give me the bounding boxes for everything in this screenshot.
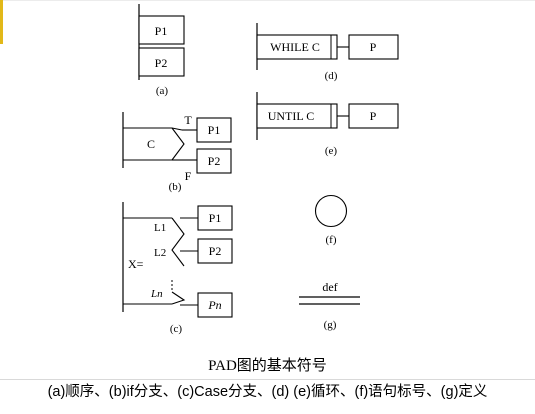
case-block-pn-label: Pn [207,298,221,312]
caption-divider [0,379,535,380]
figure-subtitle: (a)顺序、(b)if分支、(c)Case分支、(d) (e)循环、(f)语句标… [47,384,488,400]
sequence-caption: (a) [156,85,169,97]
while-body-label: P [370,40,377,54]
if-false-block-label: P2 [208,154,221,168]
statement-label-symbol: (f) [314,194,348,246]
sequence-block-p1-label: P1 [155,24,168,38]
sequence-block-p2 [138,47,185,77]
sequence-symbol: P1 P2 (a) [138,4,185,97]
case-block-p1 [197,205,233,231]
until-body-box [348,103,399,129]
until-condition-label: UNTIL C [268,109,315,123]
statement-label-caption: (f) [326,234,337,246]
figure-title: PAD图的基本符号 [208,358,327,374]
until-loop-symbol: UNTIL C P (e) [256,92,399,157]
statement-label-circle [314,194,348,228]
case-block-p1-label: P1 [209,211,222,225]
case-block-p2 [197,238,233,264]
until-condition-box [256,103,338,129]
sequence-block-p2-label: P2 [155,56,168,70]
while-loop-symbol: WHILE C P (d) [256,23,399,82]
if-true-label: T [184,113,192,127]
case-block-pn [197,292,233,318]
if-true-block-label: P1 [208,123,221,137]
until-loop-caption: (e) [325,145,338,157]
case-label-ln: Ln [150,288,163,300]
if-true-block [196,117,232,143]
sequence-block-p1 [138,15,185,45]
definition-symbol: def (g) [299,280,360,331]
case-label-l1: L1 [154,222,166,234]
until-body-label: P [370,109,377,123]
case-label-l2: L2 [154,247,166,259]
if-false-block [196,148,232,174]
case-block-p2-label: P2 [209,244,222,258]
accent-bar [0,0,3,44]
while-condition-label: WHILE C [270,40,320,54]
while-loop-caption: (d) [325,70,338,82]
while-body-box [348,34,399,60]
if-false-label: F [185,169,192,183]
case-branch-caption: (c) [170,323,183,335]
case-selector-label: X= [128,257,144,271]
case-branch-symbol: P1 P2 Pn L1 L2 Ln X= (c) [122,202,233,335]
if-branch-caption: (b) [169,181,182,193]
pad-symbols-diagram: P1 P2 (a) P1 P2 C T F (b) [122,4,399,335]
top-divider [0,0,535,1]
definition-label: def [322,280,337,294]
definition-caption: (g) [324,319,337,331]
if-condition-label: C [147,137,155,151]
if-branch-symbol: P1 P2 C T F (b) [122,112,232,193]
